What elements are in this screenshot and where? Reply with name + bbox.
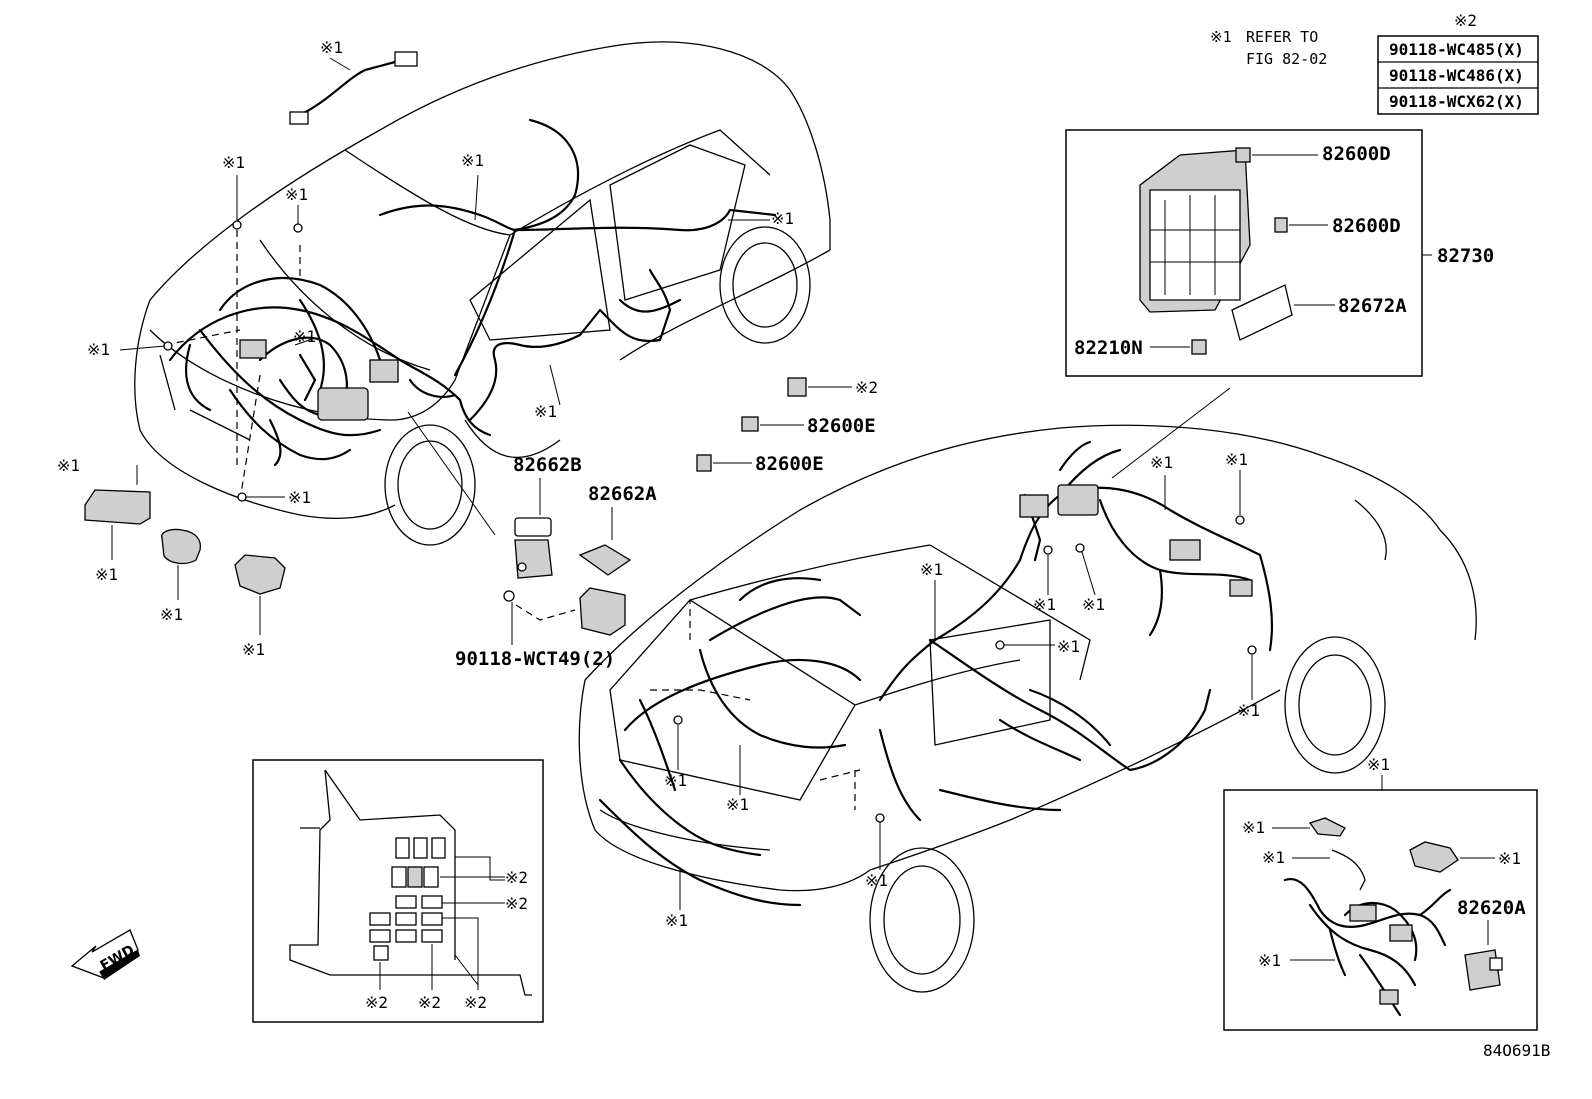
ref-mark: ※1 bbox=[920, 560, 943, 579]
table-row: 90118-WC485(X) bbox=[1389, 40, 1524, 59]
part-82600E-a: 82600E bbox=[807, 415, 876, 437]
table-row: 90118-WC486(X) bbox=[1389, 66, 1524, 85]
fuse-box-inset: ※2 ※2 ※2 ※2 ※2 bbox=[252, 759, 544, 1023]
ref-mark: ※1 bbox=[320, 38, 343, 57]
part-82210N: 82210N bbox=[1074, 337, 1143, 359]
ref-mark: ※1 bbox=[865, 871, 888, 890]
center-parts: ※2 82600E 82600E 82662B 82662A 90118-WCT… bbox=[455, 377, 878, 670]
ref-mark: ※1 bbox=[1367, 755, 1390, 774]
ref-mark: ※1 bbox=[1225, 450, 1248, 469]
part-82600D-a: 82600D bbox=[1322, 143, 1391, 165]
ref-mark: ※1 bbox=[160, 605, 183, 624]
ref-mark: ※1 bbox=[1082, 595, 1105, 614]
rear-callouts bbox=[650, 470, 1257, 910]
ref-mark: ※1 bbox=[1498, 849, 1521, 868]
ref-mark: ※1 bbox=[1237, 701, 1260, 720]
part-82730: 82730 bbox=[1437, 245, 1494, 267]
part-82672A: 82672A bbox=[1338, 295, 1407, 317]
front-car-outline bbox=[134, 41, 831, 546]
ref-mark: ※1 bbox=[1242, 818, 1265, 837]
ref-mark: ※1 bbox=[285, 185, 308, 204]
harness-inset: ※1 ※1 ※1 ※1 ※1 82620A bbox=[1223, 755, 1538, 1031]
part-82620A: 82620A bbox=[1457, 897, 1526, 919]
part-82600D-b: 82600D bbox=[1332, 215, 1401, 237]
ref-mark: ※1 bbox=[1033, 595, 1056, 614]
ref-mark: ※2 bbox=[418, 993, 441, 1012]
front-callouts bbox=[119, 57, 770, 536]
refer-note: ※1 REFER TO FIG 82-02 bbox=[1210, 28, 1327, 68]
table-row: 90118-WCX62(X) bbox=[1389, 92, 1524, 111]
ref-mark: ※1 bbox=[665, 911, 688, 930]
ref-mark: ※1 bbox=[293, 327, 316, 346]
fuse-grid bbox=[369, 837, 446, 961]
figure-id: 84O691B bbox=[1483, 1041, 1550, 1060]
ref-mark: ※1 bbox=[222, 153, 245, 172]
ref-mark: ※1 bbox=[57, 456, 80, 475]
ref-mark: ※1 bbox=[461, 151, 484, 170]
ref-mark: ※1 bbox=[534, 402, 557, 421]
ref-mark: ※1 bbox=[1262, 848, 1285, 867]
part-82662B: 82662B bbox=[513, 454, 582, 476]
junction-block-inset: 82600D 82600D 82730 82672A 82210N bbox=[1065, 129, 1494, 479]
ref-mark: ※1 bbox=[87, 340, 110, 359]
rear-car-outline bbox=[578, 424, 1477, 993]
fwd-arrow: FWD bbox=[70, 929, 140, 980]
part-number-table: ※2 90118-WC485(X) 90118-WC486(X) 90118-W… bbox=[1377, 11, 1539, 115]
ref-mark: ※2 bbox=[464, 993, 487, 1012]
ref-mark: ※2 bbox=[505, 894, 528, 913]
ref-mark: ※1 bbox=[1057, 637, 1080, 656]
ref-mark: ※2 bbox=[855, 378, 878, 397]
ref-mark: ※1 bbox=[771, 209, 794, 228]
front-loose-parts bbox=[84, 465, 286, 635]
rear-harness-wires bbox=[598, 440, 1274, 907]
note-line2: FIG 82-02 bbox=[1246, 50, 1327, 68]
note-line1: REFER TO bbox=[1246, 28, 1318, 46]
front-harness-wires bbox=[168, 51, 777, 467]
ref-mark: ※1 bbox=[664, 771, 687, 790]
ref-mark: ※1 bbox=[1258, 951, 1281, 970]
ref-mark: ※1 bbox=[1150, 453, 1173, 472]
ref-mark: ※2 bbox=[505, 868, 528, 887]
note-mark: ※1 bbox=[1210, 28, 1232, 46]
table-header: ※2 bbox=[1454, 11, 1477, 30]
ref-mark: ※1 bbox=[242, 640, 265, 659]
part-82600E-b: 82600E bbox=[755, 453, 824, 475]
ref-mark: ※1 bbox=[95, 565, 118, 584]
part-82662A: 82662A bbox=[588, 483, 657, 505]
ref-mark: ※1 bbox=[288, 488, 311, 507]
ref-mark: ※1 bbox=[726, 795, 749, 814]
ref-mark: ※2 bbox=[365, 993, 388, 1012]
part-90118-WCT49: 90118-WCT49(2) bbox=[455, 648, 615, 670]
